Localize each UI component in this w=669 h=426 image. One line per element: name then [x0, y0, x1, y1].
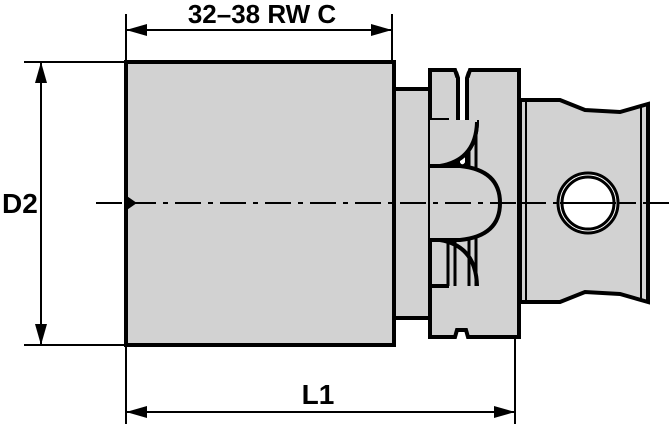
top-dimension-label: 32–38 RW C	[188, 0, 337, 29]
dim-arrow-left-bottom-icon	[35, 324, 47, 345]
dim-arrow-left-top-icon	[35, 62, 47, 83]
lower-scallop-edge	[430, 238, 479, 287]
bottom-dimension-label: L1	[302, 379, 335, 410]
dimension-bottom: L1	[126, 379, 515, 418]
dim-arrow-top-right-icon	[371, 24, 392, 36]
axis-origin-marker-icon	[125, 195, 137, 211]
upper-scallop-fill	[430, 120, 477, 166]
dim-arrow-bottom-left-icon	[126, 406, 147, 418]
dimension-top: 32–38 RW C	[126, 0, 392, 36]
left-dimension-label: D2	[2, 188, 38, 219]
dim-arrow-top-left-icon	[126, 24, 147, 36]
dimension-left: D2	[2, 62, 47, 345]
main-body-block	[124, 60, 396, 347]
dim-arrow-bottom-right-icon	[494, 406, 515, 418]
